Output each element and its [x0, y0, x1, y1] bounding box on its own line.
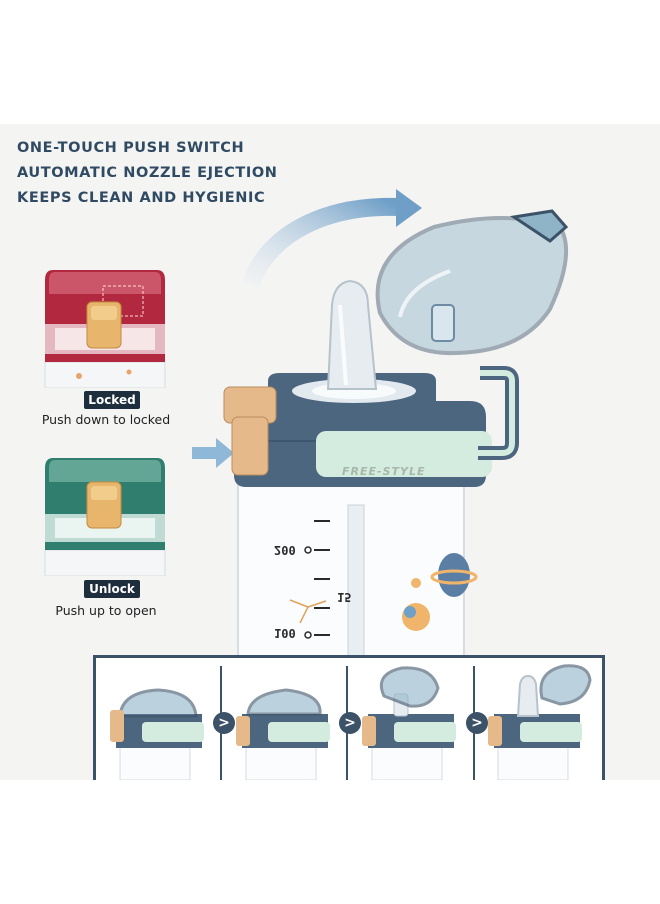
headline-line-1: ONE-TOUCH PUSH SWITCH: [17, 140, 245, 156]
bottle-brand-label: FREE-STYLE: [342, 465, 426, 478]
step-arrow-icon: >: [466, 712, 488, 734]
step-arrow-icon: >: [213, 712, 235, 734]
bottle-mark-15: 15: [337, 590, 352, 604]
step-4-open-image: [488, 664, 592, 780]
step-1-closed-image: [110, 688, 204, 780]
locked-badge: Locked: [84, 391, 140, 409]
unlock-badge: Unlock: [84, 580, 140, 598]
step-3-opening-image: [362, 666, 456, 780]
open-direction-arrow-icon: [241, 189, 422, 289]
locked-caption: Push down to locked: [41, 412, 171, 427]
push-direction-arrow-icon: [192, 438, 234, 468]
locked-lid-image: [44, 270, 166, 388]
bottle-mark-100: 100: [274, 626, 296, 640]
headline-line-3: KEEPS CLEAN AND HYGIENIC: [17, 190, 266, 206]
step-2-unlocking-image: [236, 688, 330, 780]
step-arrow-icon: >: [339, 712, 361, 734]
bottle-mark-200: 200: [274, 543, 296, 557]
unlocked-lid-image: [44, 458, 166, 576]
bottle-image: [223, 209, 569, 657]
headline-line-2: AUTOMATIC NOZZLE EJECTION: [17, 165, 278, 181]
unlock-caption: Push up to open: [55, 603, 157, 618]
